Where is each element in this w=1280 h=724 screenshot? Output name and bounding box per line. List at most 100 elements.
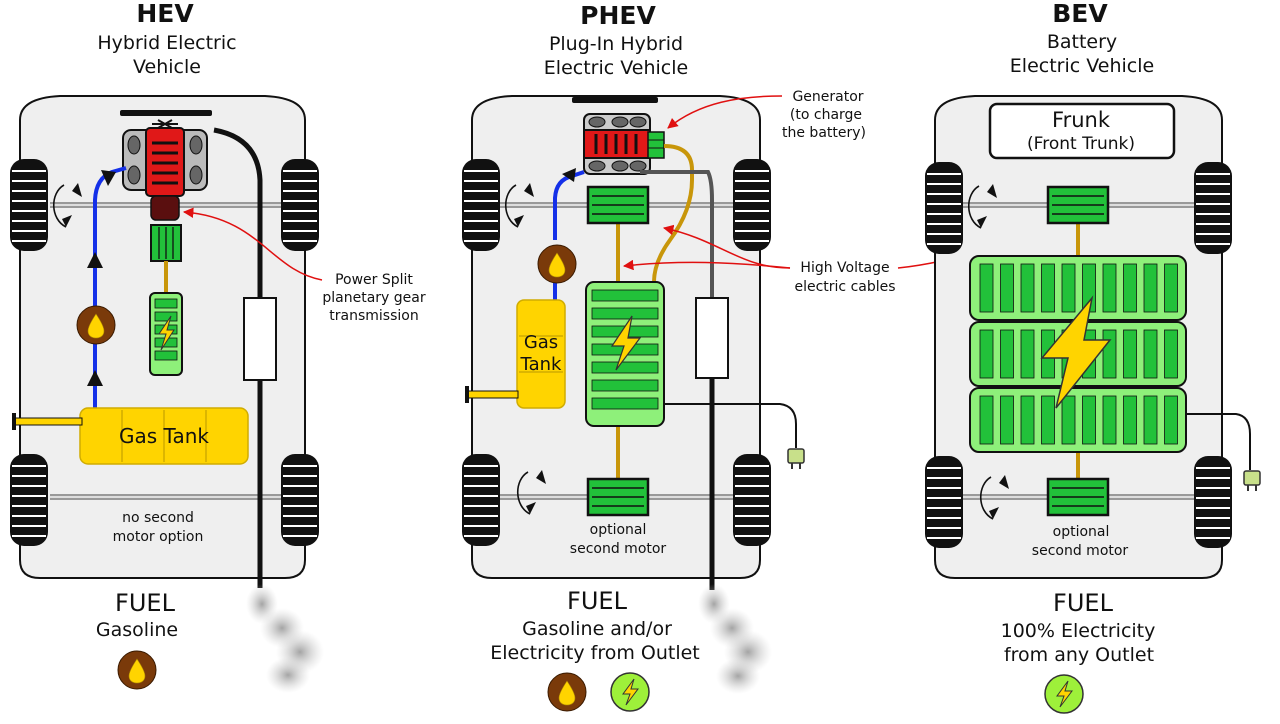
phev-gas-tank-label-2: Tank (520, 354, 562, 375)
generator-label-2: (to charge (790, 107, 862, 123)
bev-rear-motor (1046, 477, 1110, 517)
bev-battery-cell (1041, 395, 1055, 445)
generator-arrow (667, 95, 783, 129)
phev-fuel-filler (467, 390, 519, 399)
bev-fuel-description-2: from any Outlet (1004, 644, 1154, 666)
power-split-label-1: Power Split (335, 272, 413, 288)
bev-battery-cell (979, 395, 994, 445)
hev-gas-tank-label: Gas Tank (119, 424, 209, 448)
power-split-callout: Power Split planetary gear transmission (182, 207, 426, 324)
phev-exhaust-smoke (698, 584, 772, 694)
hev-panel: HEV Hybrid Electric Vehicle (9, 0, 324, 693)
bev-battery-cell (979, 263, 994, 313)
bev-battery-cell (1123, 395, 1137, 445)
hev-rear-left-tire (9, 453, 49, 547)
bev-battery-cell (1102, 329, 1117, 379)
hev-subtitle-1: Hybrid Electric (97, 32, 236, 54)
bev-battery-cell (1020, 263, 1035, 313)
hev-subtitle-2: Vehicle (133, 56, 201, 78)
phev-gas-tank-label-1: Gas (524, 332, 558, 353)
hev-fuel-heading: FUEL (115, 589, 176, 617)
bev-frunk-label: Frunk (1052, 108, 1111, 132)
phev-rear-left-tire (461, 453, 501, 547)
phev-motor-note-2: second motor (570, 541, 667, 557)
phev-windshield-wiper (572, 97, 658, 103)
hev-engine (122, 119, 208, 197)
phev-rear-right-tire (732, 453, 772, 547)
bev-frunk: Frunk (Front Trunk) (988, 102, 1176, 160)
hev-fuel-filler (13, 417, 83, 426)
bev-battery-pack (969, 255, 1187, 453)
phev-generator (647, 131, 665, 159)
hev-front-right-tire (280, 158, 320, 252)
hev-battery (149, 292, 183, 376)
bev-battery-cell (1000, 263, 1014, 313)
bev-battery-cell (1061, 263, 1076, 313)
phev-motor-note-1: optional (590, 522, 647, 538)
bev-battery-cell (1143, 263, 1158, 313)
bev-battery-cell (1020, 395, 1035, 445)
phev-gasoline-drop-icon (537, 244, 577, 284)
phev-front-right-tire (732, 158, 772, 252)
hev-motor-note-1: no second (122, 510, 194, 526)
bev-subtitle-1: Battery (1047, 31, 1117, 53)
bev-battery-cell (1164, 395, 1178, 445)
bev-rear-right-tire (1193, 455, 1233, 549)
bev-charge-cord (1186, 413, 1251, 470)
bev-lightning-bolt-icon (1040, 295, 1112, 409)
phev-panel: PHEV Plug-In Hybrid Electric Vehicle (461, 1, 805, 712)
bev-plug-icon (1243, 470, 1261, 492)
hev-fuel-description: Gasoline (96, 619, 178, 641)
phev-engine (583, 113, 651, 175)
generator-label-1: Generator (792, 89, 863, 105)
phev-battery (585, 281, 665, 427)
bev-battery-cell (1102, 395, 1117, 445)
bev-battery-cell (1102, 263, 1117, 313)
bev-front-right-tire (1193, 161, 1233, 255)
bev-battery-cell (1041, 263, 1055, 313)
hv-cables-label-1: High Voltage (800, 260, 889, 276)
phev-plug-icon (787, 448, 805, 470)
hev-fuel-gasoline-icon (117, 650, 157, 690)
phev-front-left-tire (461, 158, 501, 252)
power-split-arrow (182, 207, 323, 281)
phev-subtitle-2: Electric Vehicle (544, 57, 688, 79)
bev-fuel-description-1: 100% Electricity (1001, 620, 1156, 642)
phev-exhaust-pipe (640, 170, 714, 298)
bev-battery-cell (1082, 395, 1096, 445)
phev-muffler (695, 297, 729, 379)
bev-motor-note-1: optional (1053, 524, 1110, 540)
bev-battery-cell (1061, 395, 1076, 445)
bev-title: BEV (1052, 0, 1108, 28)
hev-muffler (243, 297, 277, 381)
phev-rear-motor (586, 477, 650, 517)
phev-front-motor (586, 185, 650, 225)
bev-subtitle-2: Electric Vehicle (1010, 55, 1154, 77)
phev-gas-tank: Gas Tank (516, 299, 566, 409)
bev-rear-left-tire (924, 455, 964, 549)
phev-charge-cord (664, 403, 797, 448)
hev-motor-note-2: motor option (113, 529, 204, 545)
bev-battery-cell (979, 329, 994, 379)
hev-gasoline-drop-icon (76, 305, 116, 345)
hev-exhaust-pipe (213, 127, 263, 298)
bev-battery-cell (1164, 329, 1178, 379)
hev-power-split-transmission (150, 195, 180, 221)
bev-battery-cell (1123, 329, 1137, 379)
phev-subtitle-1: Plug-In Hybrid (549, 33, 683, 55)
bev-front-left-tire (924, 161, 964, 255)
bev-battery-cell (1000, 395, 1014, 445)
bev-battery-cell (1143, 329, 1158, 379)
bev-panel: BEV Battery Electric Vehicle Frunk (Fron… (924, 0, 1261, 714)
phev-fuel-description-2: Electricity from Outlet (490, 642, 700, 664)
bev-front-motor (1046, 185, 1110, 225)
bev-battery-cell (1020, 329, 1035, 379)
phev-generator-cable (652, 144, 694, 283)
hev-rear-right-tire (280, 453, 320, 547)
hev-exhaust-smoke (246, 584, 324, 693)
generator-label-3: the battery) (782, 125, 866, 141)
bev-battery-cell (1123, 263, 1137, 313)
hev-gas-tank: Gas Tank (79, 407, 249, 465)
